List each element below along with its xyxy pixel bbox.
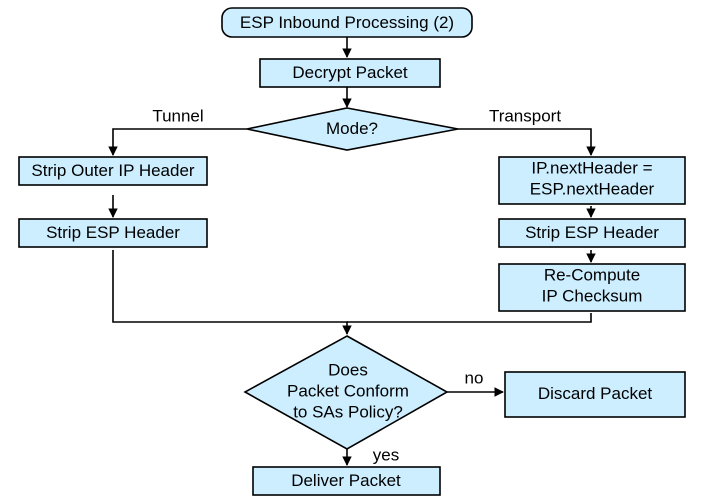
node-start-shape [221, 7, 473, 38]
node-deliver-packet-shape [252, 466, 441, 496]
node-deliver-packet[interactable]: Deliver Packet [252, 466, 441, 496]
node-strip-outer-ip-header-shape [18, 156, 208, 186]
node-strip-esp-header-tunnel[interactable]: Strip ESP Header [18, 218, 208, 248]
node-strip-outer-ip-header-label: Strip Outer IP Header [31, 161, 194, 180]
node-recompute-ip-checksum[interactable]: Re-Compute IP Checksum [498, 263, 686, 312]
node-recompute-ip-checksum-label-line1: Re-Compute [544, 265, 640, 284]
node-ip-nextheader-shape [498, 156, 686, 205]
node-mode-decision[interactable]: Mode? [246, 107, 459, 151]
node-discard-packet[interactable]: Discard Packet [504, 371, 686, 418]
node-discard-packet-label: Discard Packet [538, 384, 653, 403]
node-strip-outer-ip-header[interactable]: Strip Outer IP Header [18, 156, 208, 186]
node-start[interactable]: ESP Inbound Processing (2) [221, 7, 473, 38]
node-decrypt-packet-label: Decrypt Packet [292, 63, 408, 82]
node-strip-esp-header-tunnel-shape [18, 218, 208, 248]
node-conform-decision-label-line3: to SAs Policy? [293, 402, 403, 421]
node-decrypt-packet-shape [259, 58, 441, 88]
node-strip-esp-header-transport[interactable]: Strip ESP Header [498, 218, 686, 248]
node-conform-decision-label-line2: Packet Conform [287, 381, 409, 400]
node-strip-esp-header-transport-label: Strip ESP Header [525, 223, 659, 242]
node-conform-decision[interactable]: Does Packet Conform to SAs Policy? [243, 335, 449, 450]
node-recompute-ip-checksum-shape [498, 263, 686, 312]
edge-label-no: no [465, 368, 484, 387]
node-deliver-packet-label: Deliver Packet [291, 471, 401, 490]
edge-mode-to-ip-nextheader [458, 128, 596, 156]
node-ip-nextheader-label-line1: IP.nextHeader = [531, 158, 652, 177]
node-discard-packet-shape [504, 371, 686, 418]
node-conform-decision-label-line1: Does [328, 360, 368, 379]
node-conform-decision-shape [243, 335, 449, 450]
node-ip-nextheader-label-line2: ESP.nextHeader [530, 179, 655, 198]
connectors [108, 37, 596, 466]
edge-recompute-to-conform [347, 313, 592, 323]
node-strip-esp-header-tunnel-label: Strip ESP Header [46, 223, 180, 242]
node-mode-decision-label: Mode? [326, 119, 378, 138]
edge-label-tunnel: Tunnel [152, 106, 203, 125]
edge-mode-to-strip-outer-ip [108, 128, 247, 156]
edge-label-yes: yes [373, 445, 399, 464]
node-mode-decision-shape [246, 107, 459, 151]
node-start-label: ESP Inbound Processing (2) [240, 13, 454, 32]
node-decrypt-packet[interactable]: Decrypt Packet [259, 58, 441, 88]
edge-label-transport: Transport [489, 106, 561, 125]
edge-strip-esp-tunnel-to-conform [112, 250, 352, 335]
node-ip-nextheader[interactable]: IP.nextHeader = ESP.nextHeader [498, 156, 686, 205]
node-strip-esp-header-transport-shape [498, 218, 686, 248]
node-recompute-ip-checksum-label-line2: IP Checksum [542, 286, 643, 305]
